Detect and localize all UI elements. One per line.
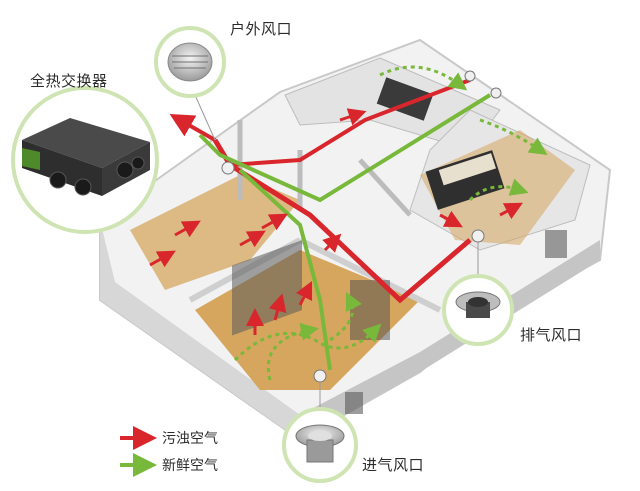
house-structure	[99, 38, 612, 442]
outdoor-vent-callout	[154, 26, 226, 141]
fresh-air-duct	[198, 93, 492, 371]
heat-exchanger-icon	[22, 118, 150, 196]
dirty-air-flow-arrows	[149, 108, 523, 335]
outdoor-vent-label: 户外风口	[230, 20, 293, 38]
exhaust-vent-point	[471, 229, 485, 243]
exhaust-vent-label: 排气风口	[520, 326, 583, 344]
legend-dirty-air-label: 污浊空气	[162, 431, 218, 447]
intake-vent-callout	[282, 382, 358, 483]
vent-point	[464, 70, 476, 82]
legend-fresh-air-label: 新鲜空气	[162, 458, 218, 474]
legend-fresh-air: 新鲜空气	[162, 455, 218, 475]
heat-exchanger-callout	[11, 86, 159, 234]
legend-dirty-air: 污浊空气	[162, 428, 218, 448]
exhaust-vent-callout	[442, 242, 514, 346]
intake-vent-label: 进气风口	[362, 456, 425, 474]
fresh-air-flow-arrows	[233, 65, 548, 381]
vent-point	[490, 87, 502, 99]
duct-junction	[221, 161, 235, 175]
intake-vent-point	[313, 369, 327, 383]
heat-exchanger-label: 全热交换器	[30, 72, 108, 90]
